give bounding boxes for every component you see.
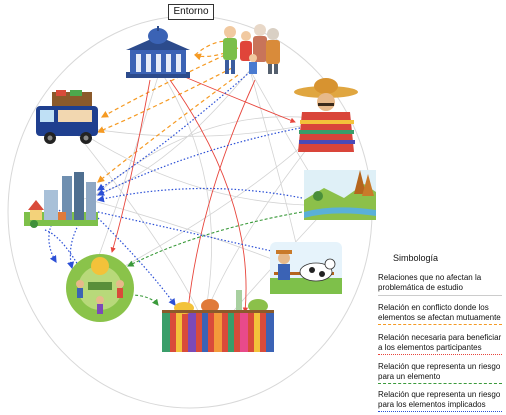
legend-shared-risk-label: Relación que representa un riesgo para l… xyxy=(378,390,501,409)
legend-necessary-label: Relación necesaria para beneficiar a los… xyxy=(378,333,502,352)
legend-single-risk-line xyxy=(378,383,502,384)
legend-shared-risk-line xyxy=(378,411,502,412)
legend-conflict-label: Relación en conflicto donde los elemento… xyxy=(378,303,501,322)
legend-single-risk-label: Relación que representa un riesgo para u… xyxy=(378,362,501,381)
city-icon xyxy=(24,172,98,228)
legend-necessary-line xyxy=(378,354,502,355)
environment-title: Entorno xyxy=(168,4,214,20)
government-building-icon xyxy=(126,26,190,78)
family-icon xyxy=(223,24,280,74)
sombrero-man-icon xyxy=(294,78,358,152)
single-risk-relations xyxy=(127,211,303,306)
market-stall-icon xyxy=(162,290,274,352)
legend-neutral-label: Relaciones que no afectan la problemátic… xyxy=(378,273,482,292)
farmer-cow-icon xyxy=(270,242,342,294)
shared-risk-relations xyxy=(44,71,303,306)
legend-neutral-line xyxy=(378,295,502,296)
river-landscape-icon xyxy=(304,170,376,220)
community-circle-icon xyxy=(66,254,134,322)
legend-title: Simbología xyxy=(393,253,439,263)
legend-conflict-line xyxy=(378,324,502,325)
loaded-truck-icon xyxy=(36,90,98,144)
